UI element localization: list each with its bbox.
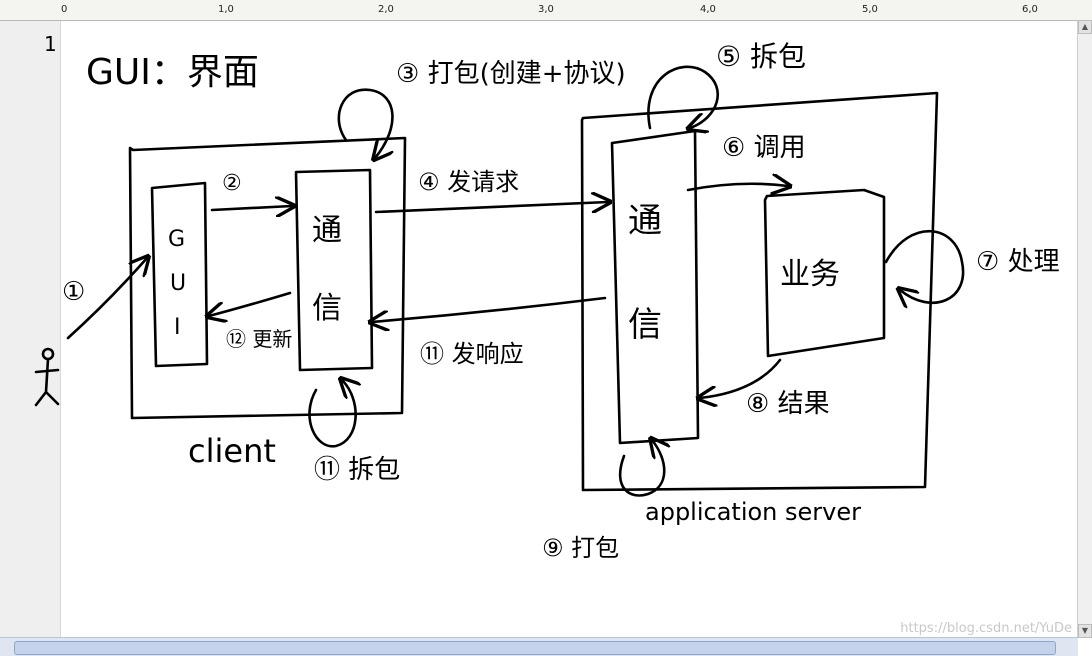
gui-letter-g: G — [168, 227, 185, 252]
ruler-tick-1: 1,0 — [218, 4, 234, 15]
ruler-tick-5: 5,0 — [862, 4, 878, 15]
step-10-label: ⑪ 发响应 — [420, 340, 524, 368]
client-comm-char-1: 通 — [312, 213, 342, 248]
horizontal-scrollbar[interactable] — [0, 637, 1078, 656]
gui-box-label: G U I — [168, 227, 193, 340]
arrow-result — [700, 358, 782, 398]
loop-pack-client — [337, 88, 394, 158]
step-9-label: ⑨ 打包 — [542, 534, 619, 562]
diagram-canvas: GUI：界面 G U I 通 信 通 信 业务 client applicati… — [34, 40, 1060, 562]
loop-pack-server — [618, 440, 664, 497]
gui-letter-i: I — [174, 315, 181, 340]
business-box — [763, 188, 886, 358]
diagram-title: GUI：界面 — [86, 52, 259, 93]
step-8-label: ⑧ 结果 — [746, 389, 830, 419]
arrow-call-business — [686, 184, 788, 190]
arrow-gui-to-comm — [210, 206, 292, 210]
gui-box — [150, 181, 209, 368]
arrow-send-response — [372, 296, 607, 322]
step-7-label: ⑦ 处理 — [976, 247, 1060, 277]
step-5-label: ⑤ 拆包 — [716, 40, 806, 73]
loop-process — [884, 229, 965, 303]
business-label: 业务 — [780, 257, 840, 292]
horizontal-ruler[interactable]: 0 1,0 2,0 3,0 4,0 5,0 6,0 — [0, 0, 1092, 21]
server-comm-char-2: 信 — [628, 305, 662, 345]
scroll-up-icon[interactable]: ▲ — [1078, 20, 1092, 34]
arrow-user-to-gui — [66, 258, 147, 340]
vertical-scrollbar[interactable]: ▲ ▼ — [1077, 20, 1092, 638]
step-2-label: ② — [222, 171, 242, 196]
loop-unpack-client — [308, 380, 355, 448]
server-comm-box — [610, 129, 700, 445]
arrow-send-request — [374, 202, 608, 214]
client-label: client — [188, 432, 276, 470]
server-comm-char-1: 通 — [628, 201, 662, 241]
step-6-label: ⑥ 调用 — [722, 133, 806, 163]
client-comm-label: 通 信 — [312, 213, 352, 326]
ruler-tick-4: 4,0 — [700, 4, 716, 15]
page-number: 1 — [44, 32, 57, 56]
ruler-tick-3: 3,0 — [538, 4, 554, 15]
scroll-down-icon[interactable]: ▼ — [1078, 624, 1092, 638]
client-comm-char-2: 信 — [312, 291, 342, 326]
person-icon — [34, 347, 60, 407]
ruler-tick-2: 2,0 — [378, 4, 394, 15]
step-12-label: ⑫ 更新 — [226, 327, 292, 351]
ruler-tick-6: 6,0 — [1022, 4, 1038, 15]
step-11-label: ⑪ 拆包 — [314, 455, 400, 485]
server-comm-label: 通 信 — [628, 201, 673, 345]
loop-unpack-server — [647, 65, 720, 128]
server-label: application server — [645, 498, 861, 526]
step-4-label: ④ 发请求 — [418, 168, 519, 196]
ruler-tick-0: 0 — [61, 4, 68, 15]
watermark: https://blog.csdn.net/YuDe — [900, 621, 1072, 636]
step-1-label: ① — [62, 277, 85, 307]
arrow-comm-to-gui — [209, 291, 292, 316]
left-margin — [0, 0, 61, 656]
step-3-label: ③ 打包(创建+协议) — [396, 59, 626, 89]
gui-letter-u: U — [170, 271, 186, 296]
client-box — [128, 136, 407, 420]
client-comm-box — [294, 168, 374, 372]
server-box — [580, 91, 939, 492]
horizontal-scroll-thumb[interactable] — [14, 641, 1056, 655]
